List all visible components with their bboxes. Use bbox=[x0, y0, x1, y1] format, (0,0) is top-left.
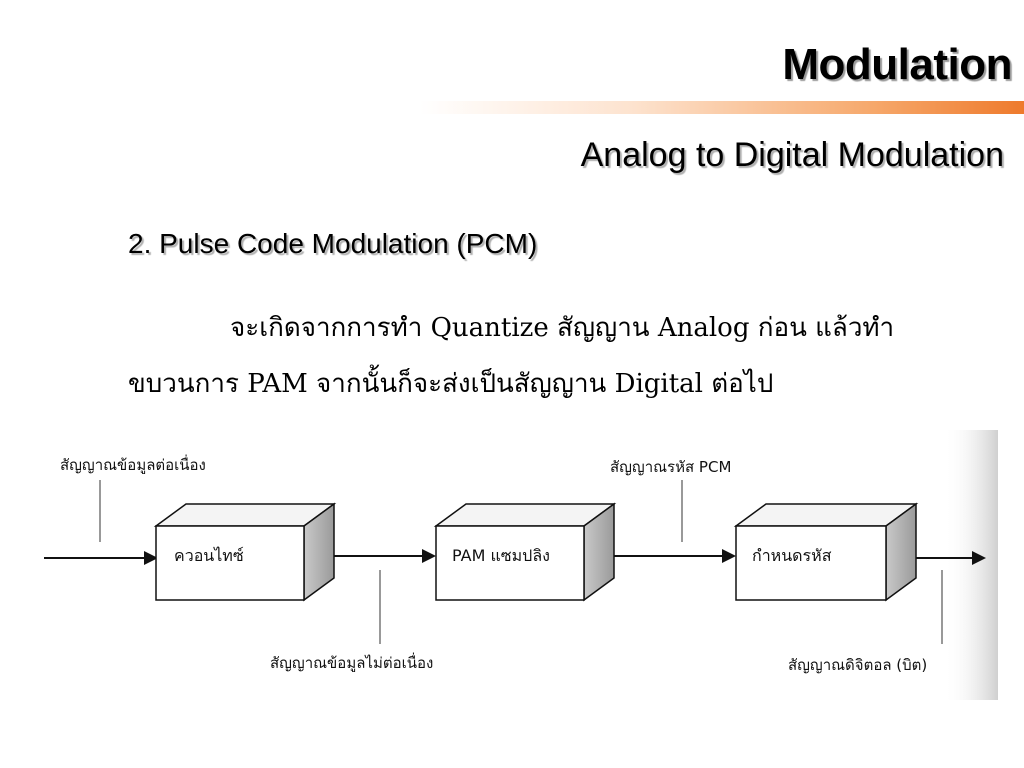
input-arrowhead bbox=[144, 551, 158, 565]
encoder-block: กำหนดรหัส bbox=[733, 502, 919, 602]
section-heading: 2. Pulse Code Modulation (PCM) bbox=[128, 228, 538, 259]
pcm-block-diagram: ควอนไทซ์ PAM แซมปลิง กำหนดรหัส สัญญาณข้อ… bbox=[44, 430, 998, 700]
encoder-label: กำหนดรหัส bbox=[752, 546, 832, 565]
input-signal-label: สัญญาณข้อมูลต่อเนื่อง bbox=[60, 454, 206, 474]
arrowhead-to-pam bbox=[422, 549, 436, 563]
scan-edge-shadow bbox=[944, 430, 998, 700]
arrowhead-to-encoder bbox=[722, 549, 736, 563]
quantizer-block: ควอนไทซ์ bbox=[153, 502, 337, 602]
page-title: Modulation bbox=[782, 40, 1012, 89]
digital-signal-label: สัญญาณดิจิตอล (บิต) bbox=[788, 656, 927, 674]
pam-block: PAM แซมปลิง bbox=[433, 502, 617, 602]
title-accent-bar bbox=[420, 101, 1024, 114]
paragraph-line-2: ขบวนการ PAM จากนั้นก็จะส่งเป็นสัญญาน Dig… bbox=[128, 369, 774, 399]
page-subtitle: Analog to Digital Modulation bbox=[580, 136, 1004, 174]
pcm-signal-label: สัญญาณรหัส PCM bbox=[610, 458, 731, 476]
quantizer-label: ควอนไทซ์ bbox=[174, 546, 244, 565]
section-paragraph: จะเกิดจากการทำ Quantize สัญญาน Analog ก่… bbox=[128, 300, 948, 412]
pam-label: PAM แซมปลิง bbox=[452, 546, 550, 565]
discrete-signal-label: สัญญาณข้อมูลไม่ต่อเนื่อง bbox=[270, 652, 433, 672]
paragraph-line-1: จะเกิดจากการทำ Quantize สัญญาน Analog ก่… bbox=[230, 313, 895, 343]
output-arrowhead bbox=[972, 551, 986, 565]
